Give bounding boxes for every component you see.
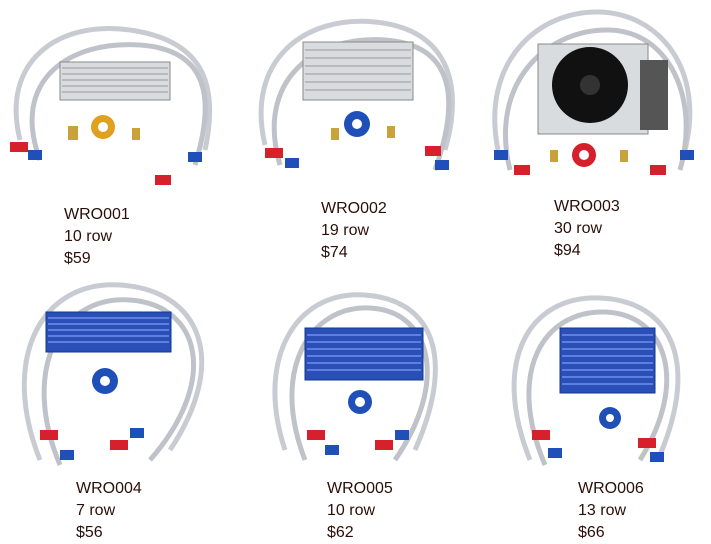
- product-card-wro006[interactable]: WRO006 13 row $66: [490, 280, 711, 544]
- product-card-wro004[interactable]: WRO004 7 row $56: [0, 280, 237, 544]
- product-caption: WRO003 30 row $94: [554, 196, 620, 262]
- product-rows: 19 row: [321, 222, 370, 239]
- product-rows: 13 row: [578, 502, 627, 519]
- product-caption: WRO004 7 row $56: [76, 478, 142, 544]
- oil-cooler-kit-image: [492, 9, 694, 175]
- product-price: $56: [76, 524, 103, 541]
- product-caption: WRO001 10 row $59: [64, 204, 130, 270]
- oil-cooler-kit-image: [258, 18, 455, 171]
- product-price: $66: [578, 524, 605, 541]
- product-code: WRO006: [578, 480, 644, 497]
- product-code: WRO004: [76, 480, 142, 497]
- product-card-wro005[interactable]: WRO005 10 row $62: [255, 280, 470, 544]
- oil-cooler-kit-image: [511, 295, 681, 466]
- product-caption: WRO005 10 row $62: [327, 478, 393, 544]
- oil-cooler-kit-image: [10, 26, 213, 185]
- product-rows: 30 row: [554, 220, 603, 237]
- product-code: WRO002: [321, 200, 387, 217]
- oil-cooler-kit-image: [272, 292, 438, 462]
- product-caption: WRO006 13 row $66: [578, 478, 644, 544]
- product-price: $74: [321, 244, 348, 261]
- product-price: $59: [64, 250, 91, 267]
- product-caption: WRO002 19 row $74: [321, 198, 387, 264]
- product-rows: 10 row: [64, 228, 113, 245]
- product-price: $62: [327, 524, 354, 541]
- product-code: WRO003: [554, 198, 620, 215]
- product-card-wro001[interactable]: WRO001 10 row $59: [0, 0, 237, 270]
- oil-cooler-kit-image: [21, 282, 205, 466]
- product-rows: 10 row: [327, 502, 376, 519]
- product-card-wro002[interactable]: WRO002 19 row $74: [245, 0, 482, 270]
- product-price: $94: [554, 242, 581, 259]
- product-code: WRO005: [327, 480, 393, 497]
- product-card-wro003[interactable]: WRO003 30 row $94: [480, 0, 711, 270]
- product-rows: 7 row: [76, 502, 116, 519]
- product-code: WRO001: [64, 206, 130, 223]
